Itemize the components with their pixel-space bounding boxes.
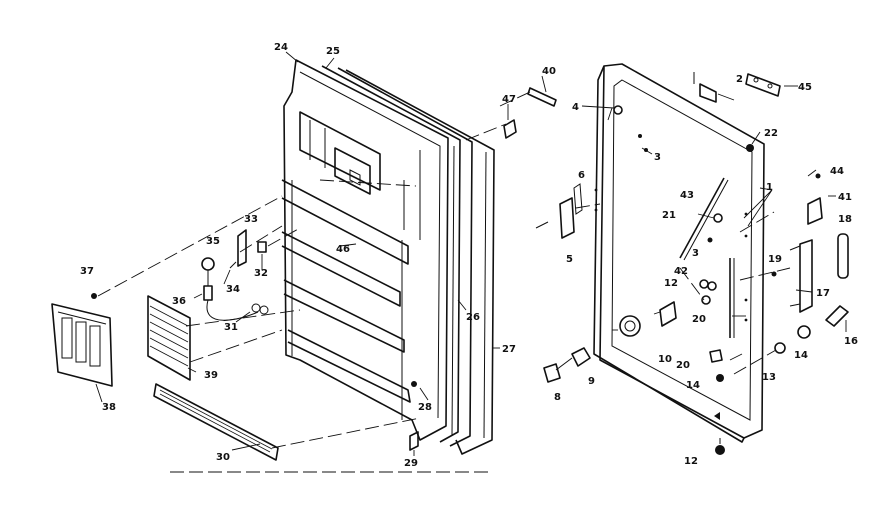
callout-44: 44: [830, 166, 844, 177]
callout-33: 33: [244, 214, 258, 225]
callout-42: 42: [674, 266, 688, 277]
callout-13: 14: [794, 350, 808, 361]
callout-5: 5: [566, 254, 573, 265]
callout-24: 24: [274, 42, 288, 53]
callout-labels: 24 25 40 47 4 2 45 22 3 44 1 41 43 21 18…: [80, 42, 858, 469]
callout-22: 21: [662, 210, 676, 221]
callout-16: 16: [844, 336, 858, 347]
callout-9: 9: [588, 376, 595, 387]
callout-10: 10: [658, 354, 672, 365]
callout-19: 19: [768, 254, 782, 265]
callout-40: 40: [542, 66, 556, 77]
callout-26: 26: [466, 312, 480, 323]
callout-6: 6: [578, 170, 585, 181]
callout-39: 39: [204, 370, 218, 381]
door-gaskets: [321, 65, 495, 455]
callout-3-mid: 3: [692, 248, 699, 259]
door-liner: [281, 59, 449, 441]
callout-31: 31: [224, 322, 238, 333]
callout-1: 1: [766, 182, 773, 193]
callout-45: 45: [798, 82, 812, 93]
callout-21: 20: [692, 314, 706, 325]
callout-46: 46: [336, 244, 350, 255]
right-small-parts: [535, 72, 849, 383]
left-small-parts: [51, 87, 557, 461]
callout-41: 41: [838, 192, 852, 203]
callout-15: 14: [686, 380, 700, 391]
leader-lines: [95, 51, 847, 456]
callout-29: 29: [404, 458, 418, 469]
callout-20: 20: [676, 360, 690, 371]
callout-36: 36: [172, 296, 186, 307]
callout-23: 22: [764, 128, 778, 139]
callout-38: 38: [102, 402, 116, 413]
callout-43: 43: [680, 190, 694, 201]
callout-14: 13: [762, 372, 776, 383]
callout-8: 8: [554, 392, 561, 403]
callout-34: 34: [226, 284, 240, 295]
callout-28: 28: [418, 402, 432, 413]
callout-30: 30: [216, 452, 230, 463]
callout-18: 18: [838, 214, 852, 225]
outer-door: [593, 63, 765, 455]
callout-4: 4: [572, 102, 579, 113]
callout-27: 27: [502, 344, 516, 355]
callout-32: 32: [254, 268, 268, 279]
callout-17: 17: [816, 288, 830, 299]
callout-37: 37: [80, 266, 94, 277]
callout-11: 12: [664, 278, 678, 289]
callout-2: 2: [736, 74, 743, 85]
callout-35: 35: [206, 236, 220, 247]
callout-25: 25: [326, 46, 340, 57]
callout-3-top: 3: [654, 152, 661, 163]
callout-12: 12: [684, 456, 698, 467]
callout-47: 47: [502, 94, 516, 105]
explode-lines: [97, 91, 791, 449]
